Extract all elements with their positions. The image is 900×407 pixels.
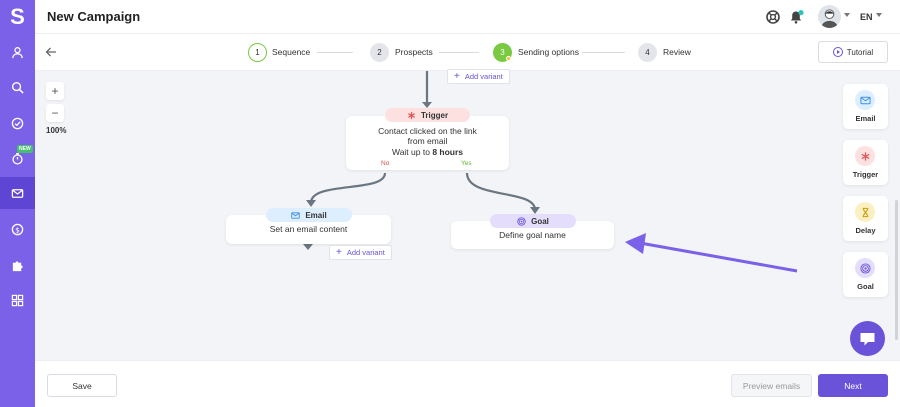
mail-icon <box>11 188 24 198</box>
goal-pill: Goal <box>490 214 576 228</box>
sidebar-item-apps[interactable] <box>0 284 35 316</box>
language-selector[interactable]: EN <box>860 12 873 22</box>
puzzle-icon <box>12 260 23 271</box>
stopwatch-icon <box>12 152 23 165</box>
check-circle-icon <box>11 117 24 129</box>
trigger-condition-line2: from email <box>407 136 448 146</box>
top-header: New Campaign EN <box>35 0 900 34</box>
sidebar-item-tasks[interactable] <box>0 107 35 139</box>
trigger-pill: Trigger <box>385 108 470 122</box>
step-1-number[interactable]: 1 <box>248 43 267 62</box>
scrollbar[interactable] <box>895 200 898 340</box>
zoom-level: 100% <box>46 126 67 135</box>
step-4-number[interactable]: 4 <box>638 43 657 62</box>
app-logo[interactable]: S <box>10 4 25 29</box>
chat-icon <box>860 332 875 345</box>
sidebar-item-campaigns[interactable] <box>0 177 35 209</box>
step-connector <box>582 52 625 53</box>
language-chevron-down-icon[interactable] <box>876 13 882 17</box>
target-icon <box>859 262 871 274</box>
step-3-label[interactable]: Sending options <box>518 47 579 57</box>
sidebar-item-timer[interactable] <box>0 142 35 174</box>
zoom-in-button[interactable]: + <box>46 82 64 100</box>
trigger-node[interactable]: Contact clicked on the link from email W… <box>346 116 509 170</box>
sidebar-item-contacts[interactable] <box>0 36 35 68</box>
palette-item-label: Trigger <box>852 170 879 179</box>
account-chevron-down-icon[interactable] <box>844 13 850 17</box>
sidebar-item-integrations[interactable] <box>0 249 35 281</box>
trigger-yes-label: Yes <box>461 160 472 167</box>
svg-text:$: $ <box>15 225 20 234</box>
sidebar: S NEW $ <box>0 0 35 407</box>
search-icon <box>11 81 24 94</box>
asterisk-icon <box>861 151 869 161</box>
play-icon <box>832 47 843 57</box>
hourglass-icon <box>862 207 868 217</box>
mail-icon <box>291 211 301 219</box>
goal-title: Goal <box>531 216 549 226</box>
email-title: Email <box>305 210 327 220</box>
save-button[interactable]: Save <box>47 374 117 397</box>
trigger-wait-prefix: Wait up to <box>391 147 433 157</box>
target-icon <box>517 216 526 226</box>
palette-item-label: Goal <box>857 282 874 291</box>
step-2-number[interactable]: 2 <box>370 43 389 62</box>
step-1-label[interactable]: Sequence <box>272 47 311 57</box>
step-connector <box>317 52 353 53</box>
palette-item-label: Email <box>855 114 876 123</box>
plus-icon: + <box>336 247 342 258</box>
support-lifebuoy-icon[interactable] <box>765 9 781 25</box>
step-connector <box>439 52 479 53</box>
palette-item-trigger[interactable]: Trigger <box>843 140 888 185</box>
flow-connectors <box>303 71 798 273</box>
email-body: Set an email content <box>269 224 348 234</box>
add-variant-button[interactable]: + Add variant <box>329 245 392 260</box>
step-2-label[interactable]: Prospects <box>395 47 433 57</box>
grid-icon <box>11 294 24 306</box>
palette-item-delay[interactable]: Delay <box>843 196 888 241</box>
goal-body: Define goal name <box>499 230 566 240</box>
sidebar-item-search[interactable] <box>0 71 35 103</box>
zoom-out-button[interactable]: − <box>46 104 64 122</box>
steps-bar: 1 Sequence 2 Prospects 3 Sending options… <box>35 34 900 71</box>
email-pill: Email <box>266 208 352 222</box>
chat-support-button[interactable] <box>850 321 885 356</box>
back-arrow-icon[interactable] <box>45 46 57 58</box>
asterisk-icon <box>407 111 415 119</box>
tutorial-button[interactable]: Tutorial <box>818 41 888 63</box>
dollar-icon: $ <box>11 223 24 235</box>
new-badge: NEW <box>17 145 33 153</box>
add-variant-label: Add variant <box>346 248 385 257</box>
add-variant-button[interactable]: + Add variant <box>447 69 510 84</box>
mail-icon <box>859 96 871 104</box>
sidebar-item-billing[interactable]: $ <box>0 213 35 245</box>
user-icon <box>12 46 23 58</box>
palette-item-goal[interactable]: Goal <box>843 252 888 297</box>
flow-canvas[interactable]: + − 100% + Add variant Contact clicked on… <box>35 69 900 360</box>
step-4-label[interactable]: Review <box>663 47 691 57</box>
plus-icon: + <box>454 71 460 82</box>
footer-bar: Save Preview emails Next <box>35 360 900 407</box>
next-button[interactable]: Next <box>818 374 888 397</box>
palette-item-email[interactable]: Email <box>843 84 888 129</box>
preview-emails-button[interactable]: Preview emails <box>731 374 812 397</box>
avatar[interactable] <box>818 5 841 28</box>
tutorial-label: Tutorial <box>846 47 874 57</box>
trigger-title: Trigger <box>420 110 449 120</box>
trigger-condition-line1: Contact clicked on the link <box>378 126 477 136</box>
trigger-wait: Wait up to 8 hours <box>346 147 509 157</box>
trigger-no-label: No <box>381 160 390 167</box>
page-title: New Campaign <box>47 9 141 24</box>
step-3-warning-dot <box>506 56 511 61</box>
palette-item-label: Delay <box>855 226 876 235</box>
notification-bell-icon[interactable] <box>788 9 804 25</box>
trigger-wait-value: 8 hours <box>432 147 464 157</box>
add-variant-label: Add variant <box>464 72 503 81</box>
avatar-image <box>820 9 839 28</box>
